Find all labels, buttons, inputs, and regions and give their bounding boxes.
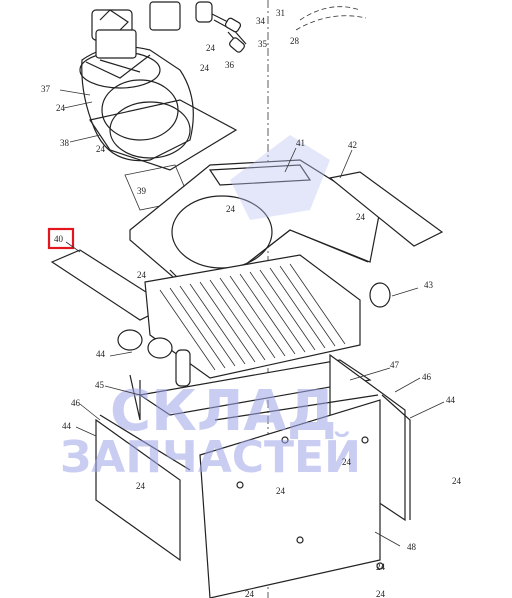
label-41: 41 [296,138,305,148]
label-39: 39 [137,186,147,196]
watermark-line1: СКЛАД [110,379,337,444]
label-24: 24 [200,63,210,73]
highlight-box [47,227,75,250]
label-24: 24 [136,481,146,491]
label-24: 24 [245,589,255,598]
label-24: 24 [376,562,386,572]
label-45: 45 [95,380,105,390]
label-24: 24 [376,589,386,598]
label-43: 43 [424,280,434,290]
label-34: 34 [256,16,266,26]
heat-exchanger [117,254,391,387]
label-37: 37 [41,84,51,94]
watermark: СКЛАД ЗАПЧАСТЕЙ [60,135,361,483]
label-44a: 44 [96,349,106,359]
label-24: 24 [96,144,106,154]
label-44c: 44 [446,395,456,405]
label-36: 36 [225,60,235,70]
label-24: 24 [356,212,366,222]
label-44b: 44 [62,421,72,431]
label-24: 24 [342,457,352,467]
label-47: 47 [390,360,400,370]
label-24: 24 [137,270,147,280]
label-28: 28 [290,36,300,46]
lower-frame-left [95,359,372,562]
part-labels: 31 28 34 35 36 37 38 39 40 41 42 43 44 4… [41,8,462,598]
label-46a: 46 [71,398,81,408]
label-24: 24 [56,103,66,113]
label-35: 35 [258,39,268,49]
label-38: 38 [60,138,70,148]
label-24: 24 [206,43,216,53]
label-24: 24 [226,204,236,214]
front-panel [199,394,384,598]
label-48: 48 [407,542,417,552]
label-24: 24 [452,476,462,486]
label-40: 40 [54,234,64,244]
label-31: 31 [276,8,285,18]
blower-fan-assembly [79,9,238,211]
leader-lines [59,89,445,547]
label-24: 24 [276,486,286,496]
label-46b: 46 [422,372,432,382]
side-plate [328,171,444,247]
watermark-line2: ЗАПЧАСТЕЙ [60,430,361,483]
label-42: 42 [348,140,357,150]
